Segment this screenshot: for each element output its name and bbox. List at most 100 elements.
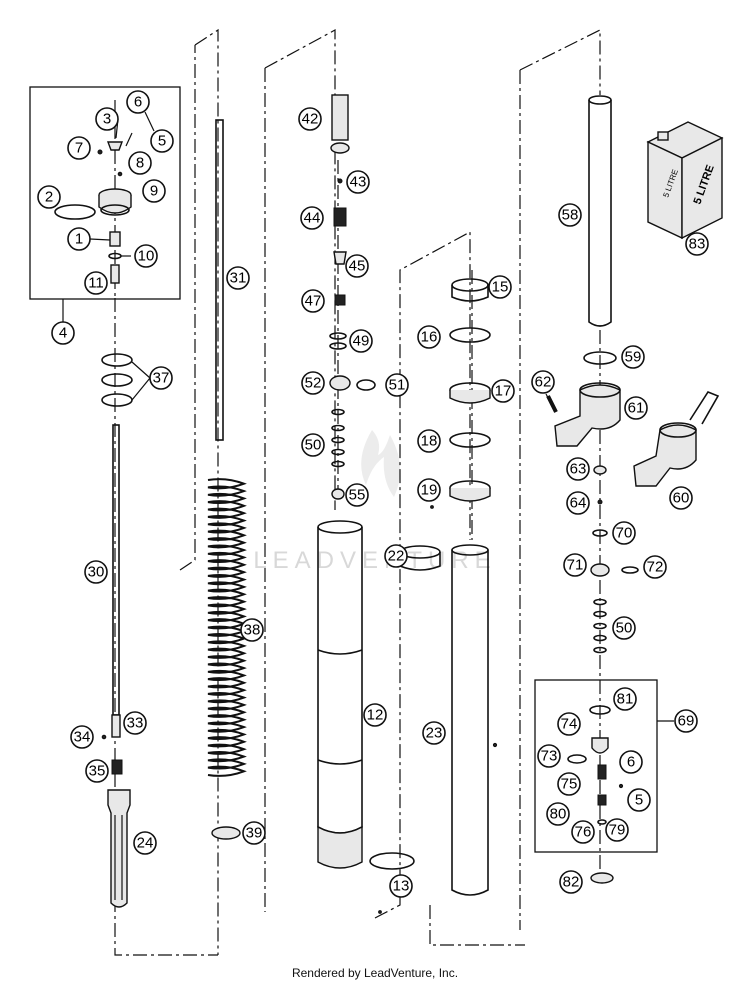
callout: 19 [417, 478, 441, 502]
callout: 75 [557, 772, 581, 796]
svg-text:71: 71 [567, 557, 584, 574]
callout: 43 [346, 170, 370, 194]
callout: 74 [557, 712, 581, 736]
svg-text:74: 74 [561, 716, 578, 733]
callout: 76 [571, 820, 595, 844]
callout: 61 [624, 396, 648, 420]
svg-text:55: 55 [349, 487, 366, 504]
callout: 83 [685, 232, 709, 256]
callout: 58 [558, 203, 582, 227]
svg-text:42: 42 [302, 111, 319, 128]
footer-credit: Rendered by LeadVenture, Inc. [291, 966, 459, 980]
callout: 79 [605, 818, 629, 842]
compression-stack [567, 465, 639, 884]
callout: 52 [301, 371, 325, 395]
callout: 59 [621, 345, 645, 369]
svg-text:1: 1 [75, 231, 83, 248]
svg-text:45: 45 [349, 258, 366, 275]
callout: 72 [643, 555, 667, 579]
svg-text:63: 63 [570, 461, 587, 478]
svg-text:3: 3 [103, 111, 111, 128]
callout: 51 [385, 373, 409, 397]
svg-text:34: 34 [74, 729, 91, 746]
assembly-box-4 [29, 86, 181, 300]
callout: 23 [422, 721, 446, 745]
svg-text:5: 5 [158, 133, 166, 150]
svg-text:47: 47 [305, 293, 322, 310]
svg-text:33: 33 [127, 715, 144, 732]
axle-clamps [545, 382, 720, 487]
cartridge [107, 789, 131, 908]
callout: 35 [85, 759, 109, 783]
svg-text:58: 58 [562, 207, 579, 224]
assembly-lines [114, 28, 601, 956]
svg-text:31: 31 [230, 270, 247, 287]
svg-text:19: 19 [421, 482, 438, 499]
callout: 31 [226, 266, 250, 290]
fork-cap-assembly [54, 141, 132, 284]
callout: 24 [133, 831, 157, 855]
svg-text:49: 49 [353, 333, 370, 350]
svg-text:69: 69 [678, 713, 695, 730]
svg-text:62: 62 [535, 374, 552, 391]
callout: 16 [417, 325, 441, 349]
svg-text:59: 59 [625, 349, 642, 366]
svg-text:24: 24 [137, 835, 154, 852]
svg-text:23: 23 [426, 725, 443, 742]
callout: 42 [298, 107, 322, 131]
callout: 64 [566, 491, 590, 515]
svg-text:79: 79 [609, 822, 626, 839]
callout: 50 [612, 616, 636, 640]
callout: 82 [559, 870, 583, 894]
callout: 5 [150, 129, 174, 153]
spring-rod [207, 119, 247, 840]
clamp-bolt [546, 395, 558, 413]
callout: 63 [566, 457, 590, 481]
svg-text:15: 15 [492, 279, 509, 296]
callout: 3 [95, 107, 119, 131]
callout: 80 [546, 802, 570, 826]
callout: 37 [149, 366, 173, 390]
svg-text:64: 64 [570, 495, 587, 512]
svg-text:52: 52 [305, 375, 322, 392]
svg-text:82: 82 [563, 874, 580, 891]
callout: 55 [345, 483, 369, 507]
callout: 10 [134, 244, 158, 268]
svg-text:37: 37 [153, 370, 170, 387]
svg-text:39: 39 [246, 825, 263, 842]
svg-text:30: 30 [88, 564, 105, 581]
damper-rod [101, 424, 123, 775]
callout: 81 [613, 687, 637, 711]
callout: 69 [674, 709, 698, 733]
callout: 17 [491, 379, 515, 403]
svg-text:76: 76 [575, 824, 592, 841]
callout: 71 [563, 553, 587, 577]
inner-tube [378, 505, 498, 914]
svg-text:22: 22 [388, 548, 405, 565]
callout: 44 [300, 206, 324, 230]
svg-text:50: 50 [305, 437, 322, 454]
washers [101, 353, 133, 407]
svg-text:70: 70 [616, 525, 633, 542]
svg-text:6: 6 [134, 94, 142, 111]
svg-text:12: 12 [367, 707, 384, 724]
callout: 18 [417, 429, 441, 453]
svg-text:38: 38 [244, 622, 261, 639]
outer-tube [317, 520, 415, 870]
callout: 62 [531, 370, 555, 394]
callout: 39 [242, 821, 266, 845]
svg-text:13: 13 [393, 878, 410, 895]
valve-stack [329, 94, 376, 500]
callout: 4 [51, 321, 75, 345]
leader-lines [89, 111, 155, 401]
fork-tube-upper [583, 95, 617, 365]
callout: 47 [301, 289, 325, 313]
svg-text:75: 75 [561, 776, 578, 793]
callout: 70 [612, 521, 636, 545]
svg-text:83: 83 [689, 236, 706, 253]
callout: 5 [627, 788, 651, 812]
callout: 7 [67, 136, 91, 160]
callout: 13 [389, 874, 413, 898]
svg-text:11: 11 [88, 275, 104, 292]
